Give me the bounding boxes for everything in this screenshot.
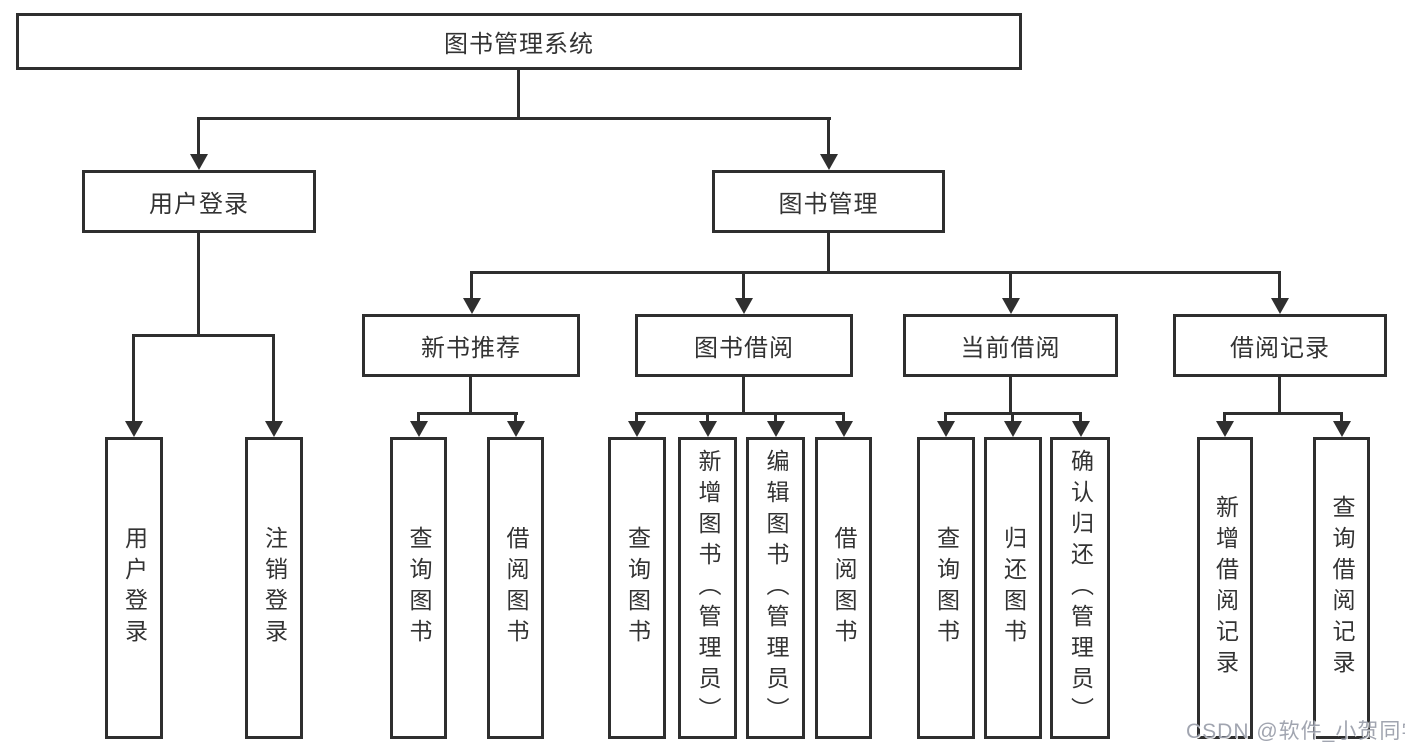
node-borrow-records-label: 借阅记录: [1230, 335, 1330, 362]
leaf-query-books-1: 查询图书: [390, 437, 447, 739]
arrow-to-borrow-books-2: [842, 412, 845, 421]
arrow-to-query-books-2: [635, 412, 638, 421]
arrow-to-return-books: [1011, 412, 1014, 421]
arrow-to-borrow-books-1: [514, 412, 517, 421]
node-current-borrow: 当前借阅: [903, 314, 1118, 377]
leaf-user-login-label: 用户登录: [121, 526, 148, 650]
node-book-borrow-label: 图书借阅: [694, 335, 794, 362]
arrow-to-current-borrow: [1009, 271, 1012, 298]
node-library-system-label: 图书管理系统: [444, 31, 594, 58]
arrow-to-confirm-return: [1079, 412, 1082, 421]
arrow-to-new-books: [470, 271, 473, 298]
arrow-to-book-management: [827, 117, 830, 154]
arrow-to-query-books-1: [417, 412, 420, 421]
leaf-query-borrow-record: 查询借阅记录: [1313, 437, 1370, 739]
leaf-logout: 注销登录: [245, 437, 303, 739]
leaf-add-books-admin-label: 新增图书（管理员）: [695, 448, 721, 728]
leaf-add-borrow-record: 新增借阅记录: [1197, 437, 1253, 739]
node-library-system: 图书管理系统: [16, 13, 1022, 70]
arrow-to-book-borrow: [742, 271, 745, 298]
arrow-to-add-books: [706, 412, 709, 421]
leaf-borrow-books-2: 借阅图书: [815, 437, 872, 739]
csdn-watermark: CSDN @软件_小贺同学: [1186, 720, 1405, 743]
edge-borrow-records-hline: [1223, 412, 1342, 415]
arrow-to-logout-leaf: [272, 334, 275, 421]
leaf-return-books-label: 归还图书: [1000, 526, 1027, 650]
leaf-query-books-2-label: 查询图书: [624, 526, 651, 650]
arrow-to-user-login: [197, 117, 200, 154]
arrow-to-query-books-3: [944, 412, 947, 421]
node-current-borrow-label: 当前借阅: [960, 335, 1061, 362]
edge-borrow-records-stem: [1278, 377, 1281, 415]
arrow-to-add-record: [1223, 412, 1226, 421]
leaf-user-login: 用户登录: [105, 437, 163, 739]
node-borrow-records: 借阅记录: [1173, 314, 1387, 377]
leaf-confirm-return-admin-label: 确认归还（管理员）: [1067, 448, 1094, 728]
leaf-borrow-books-1: 借阅图书: [487, 437, 544, 739]
node-new-book-recommend-label: 新书推荐: [421, 335, 521, 362]
arrow-to-user-login-leaf: [132, 334, 135, 421]
leaf-confirm-return-admin: 确认归还（管理员）: [1050, 437, 1110, 739]
edge-new-books-stem: [469, 377, 472, 415]
arrow-to-edit-books: [774, 412, 777, 421]
edge-current-borrow-stem: [1009, 377, 1012, 415]
edge-new-books-hline: [417, 412, 518, 415]
leaf-borrow-books-1-label: 借阅图书: [503, 526, 529, 650]
edge-root-hline: [197, 117, 831, 120]
node-book-management-label: 图书管理: [778, 191, 879, 218]
leaf-borrow-books-2-label: 借阅图书: [831, 526, 857, 650]
leaf-add-books-admin: 新增图书（管理员）: [678, 437, 737, 739]
node-new-book-recommend: 新书推荐: [362, 314, 580, 377]
leaf-add-borrow-record-label: 新增借阅记录: [1212, 495, 1239, 681]
edge-root-stem: [517, 70, 520, 120]
arrow-to-query-record: [1340, 412, 1343, 421]
leaf-query-books-1-label: 查询图书: [406, 526, 432, 650]
leaf-return-books: 归还图书: [984, 437, 1042, 739]
arrow-to-borrow-records: [1278, 271, 1281, 298]
node-book-management: 图书管理: [712, 170, 945, 233]
leaf-edit-books-admin: 编辑图书（管理员）: [746, 437, 805, 739]
leaf-query-borrow-record-label: 查询借阅记录: [1329, 495, 1355, 681]
edge-book-management-stem: [827, 233, 830, 274]
edge-user-login-hline: [132, 334, 275, 337]
edge-book-borrow-stem: [742, 377, 745, 415]
node-user-login-label: 用户登录: [149, 191, 249, 218]
node-user-login: 用户登录: [82, 170, 316, 233]
leaf-query-books-3: 查询图书: [917, 437, 975, 739]
leaf-query-books-3-label: 查询图书: [933, 526, 960, 650]
leaf-query-books-2: 查询图书: [608, 437, 666, 739]
leaf-edit-books-admin-label: 编辑图书（管理员）: [763, 448, 789, 728]
edge-book-management-hline: [470, 271, 1281, 274]
leaf-logout-label: 注销登录: [261, 526, 288, 650]
node-book-borrow: 图书借阅: [635, 314, 853, 377]
edge-user-login-stem: [197, 233, 200, 337]
edge-book-borrow-hline: [635, 412, 845, 415]
